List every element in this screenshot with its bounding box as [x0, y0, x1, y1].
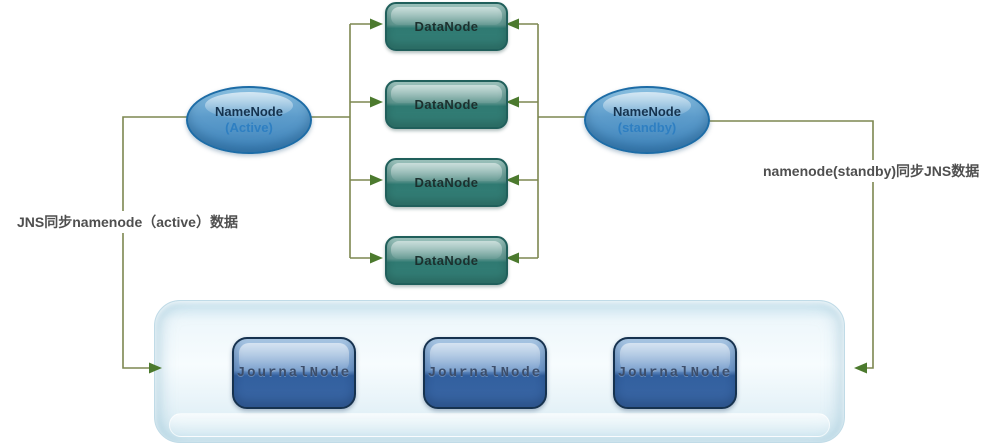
node-datanode-3: DataNode [385, 158, 508, 207]
datanode-1-label: DataNode [414, 19, 479, 34]
node-namenode-active: NameNode (Active) [186, 86, 312, 154]
datanode-4-label: DataNode [414, 253, 479, 268]
namenode-active-subtitle: (Active) [225, 120, 273, 135]
node-journalnode-3: JournalNode [613, 337, 737, 409]
node-datanode-2: DataNode [385, 80, 508, 129]
label-standby-sync-jns: namenode(standby)同步JNS数据 [760, 160, 983, 182]
connector-standby-to-jns [701, 120, 874, 374]
connector-standby-to-datanodes [506, 18, 586, 264]
label-jns-sync-active: JNS同步namenode（active）数据 [14, 211, 241, 233]
node-journalnode-1: JournalNode [232, 337, 356, 409]
node-datanode-4: DataNode [385, 236, 508, 285]
datanode-3-label: DataNode [414, 175, 479, 190]
datanode-2-label: DataNode [414, 97, 479, 112]
namenode-active-title: NameNode [215, 104, 283, 120]
journalnode-1-label: JournalNode [236, 365, 352, 381]
connector-active-to-jns [122, 116, 190, 374]
journalnode-2-label: JournalNode [427, 365, 543, 381]
journalnode-3-label: JournalNode [617, 365, 733, 381]
node-datanode-1: DataNode [385, 2, 508, 51]
node-namenode-standby: NameNode (standby) [584, 86, 710, 154]
namenode-standby-subtitle: (standby) [617, 120, 677, 135]
namenode-standby-title: NameNode [613, 104, 681, 120]
connector-active-to-datanodes [303, 18, 383, 264]
node-journalnode-2: JournalNode [423, 337, 547, 409]
